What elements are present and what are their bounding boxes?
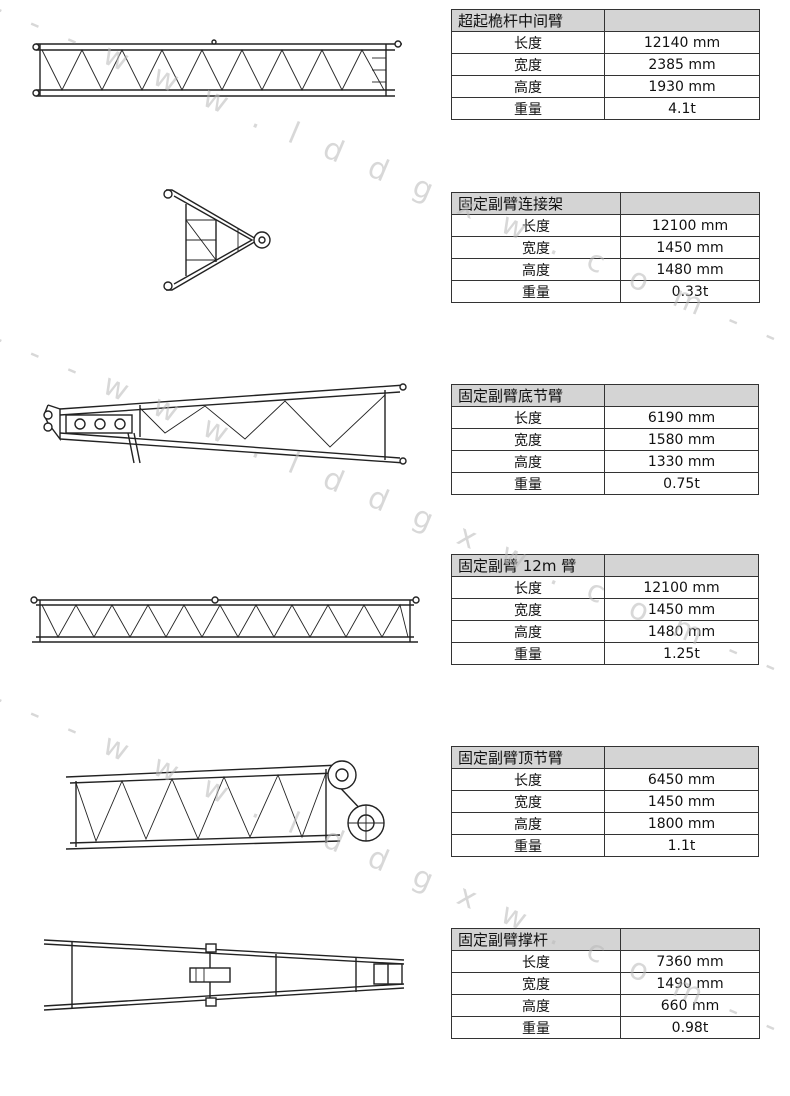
row-value: 12100 mm bbox=[620, 214, 760, 237]
row-label: 重量 bbox=[451, 280, 621, 303]
row-value: 1930 mm bbox=[604, 75, 760, 98]
row-label: 重量 bbox=[451, 472, 605, 495]
row-label: 重量 bbox=[451, 834, 605, 857]
row-value: 4.1t bbox=[604, 97, 760, 120]
row-value: 1480 mm bbox=[620, 258, 760, 281]
row-value: 7360 mm bbox=[620, 950, 760, 973]
header-blank-cell bbox=[604, 554, 759, 577]
drawing-jib-12m-section bbox=[0, 590, 440, 650]
drawing-mast-middle-section bbox=[0, 30, 440, 110]
row-value: 1490 mm bbox=[620, 972, 760, 995]
row-label: 长度 bbox=[451, 406, 605, 429]
row-value: 1480 mm bbox=[604, 620, 759, 643]
row-value: 0.98t bbox=[620, 1016, 760, 1039]
row-value: 1450 mm bbox=[620, 236, 760, 259]
row-value: 1330 mm bbox=[604, 450, 759, 473]
row-label: 宽度 bbox=[451, 598, 605, 621]
row-label: 重量 bbox=[451, 97, 605, 120]
row-label: 长度 bbox=[451, 214, 621, 237]
row-label: 宽度 bbox=[451, 790, 605, 813]
row-label: 宽度 bbox=[451, 428, 605, 451]
row-label: 长度 bbox=[451, 31, 605, 54]
row-value: 0.33t bbox=[620, 280, 760, 303]
row-value: 1800 mm bbox=[604, 812, 759, 835]
row-value: 1450 mm bbox=[604, 790, 759, 813]
row-label: 宽度 bbox=[451, 53, 605, 76]
row-label: 长度 bbox=[451, 950, 621, 973]
component-name: 超起桅杆中间臂 bbox=[451, 9, 605, 32]
component-name: 固定副臂顶节臂 bbox=[451, 746, 605, 769]
row-label: 长度 bbox=[451, 768, 605, 791]
drawing-jib-top-section bbox=[0, 755, 440, 855]
row-value: 1.1t bbox=[604, 834, 759, 857]
row-label: 高度 bbox=[451, 75, 605, 98]
row-value: 660 mm bbox=[620, 994, 760, 1017]
drawing-jib-connector-frame bbox=[0, 180, 440, 300]
drawing-jib-strut bbox=[0, 930, 440, 1020]
header-blank-cell bbox=[620, 192, 760, 215]
row-value: 0.75t bbox=[604, 472, 759, 495]
row-label: 重量 bbox=[451, 642, 605, 665]
row-label: 高度 bbox=[451, 258, 621, 281]
drawing-jib-base-section bbox=[0, 375, 440, 475]
row-value: 1.25t bbox=[604, 642, 759, 665]
header-blank-cell bbox=[604, 746, 759, 769]
row-value: 1450 mm bbox=[604, 598, 759, 621]
row-label: 高度 bbox=[451, 450, 605, 473]
component-name: 固定副臂撑杆 bbox=[451, 928, 621, 951]
row-label: 高度 bbox=[451, 994, 621, 1017]
header-blank-cell bbox=[604, 9, 760, 32]
row-value: 12100 mm bbox=[604, 576, 759, 599]
row-value: 6450 mm bbox=[604, 768, 759, 791]
row-label: 高度 bbox=[451, 812, 605, 835]
component-name: 固定副臂连接架 bbox=[451, 192, 621, 215]
row-value: 12140 mm bbox=[604, 31, 760, 54]
header-blank-cell bbox=[604, 384, 759, 407]
row-label: 重量 bbox=[451, 1016, 621, 1039]
component-name: 固定副臂 12m 臂 bbox=[451, 554, 605, 577]
row-value: 1580 mm bbox=[604, 428, 759, 451]
row-label: 长度 bbox=[451, 576, 605, 599]
row-value: 2385 mm bbox=[604, 53, 760, 76]
row-label: 高度 bbox=[451, 620, 605, 643]
header-blank-cell bbox=[620, 928, 760, 951]
row-value: 6190 mm bbox=[604, 406, 759, 429]
component-name: 固定副臂底节臂 bbox=[451, 384, 605, 407]
row-label: 宽度 bbox=[451, 236, 621, 259]
row-label: 宽度 bbox=[451, 972, 621, 995]
